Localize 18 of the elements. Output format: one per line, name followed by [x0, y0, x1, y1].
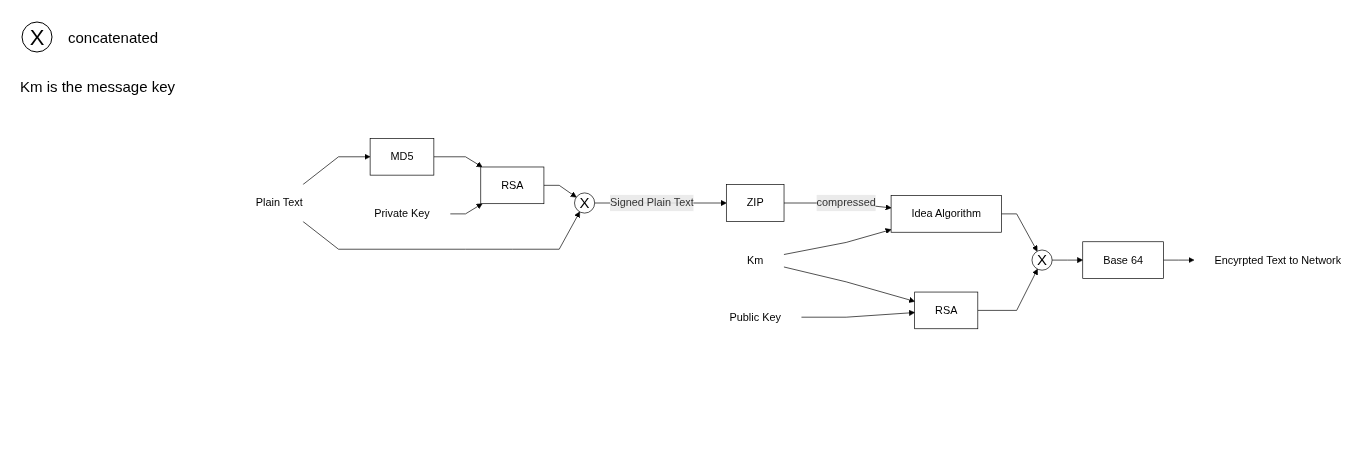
node-text: Km — [747, 253, 764, 266]
node-text: Plain Text — [255, 196, 303, 209]
circle-symbol: X — [20, 20, 54, 54]
node-box: MD5 — [369, 138, 435, 176]
node-text: Encyrpted Text to Network — [1214, 253, 1342, 266]
edge-label: compressed — [816, 196, 876, 209]
node-box: ZIP — [726, 184, 785, 222]
node-box: RSA — [914, 291, 979, 330]
note-text: Km is the message key — [20, 78, 177, 95]
node-circle: X — [574, 192, 595, 214]
node-box: Base 64 — [1082, 241, 1164, 279]
node-text: Private Key — [374, 207, 430, 220]
node-box: Idea Algorithm — [890, 195, 1002, 233]
legend-text: concatenated — [68, 28, 159, 46]
node-circle: X — [1031, 249, 1053, 271]
node-text: Public Key — [729, 311, 781, 323]
edge-label: Signed Plain Text — [609, 196, 694, 209]
node-box: RSA — [480, 166, 545, 205]
